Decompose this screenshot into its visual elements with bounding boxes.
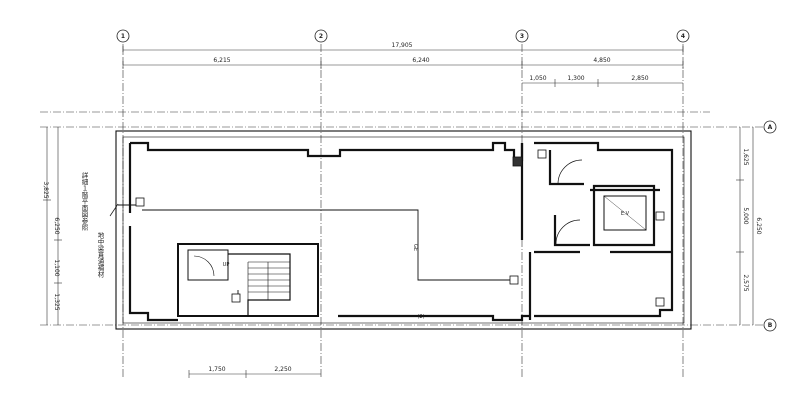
door-swings [555,159,583,245]
dim-span-1: 6,215 [213,57,230,64]
elevator [603,195,647,231]
grid-label-2: 2 [319,33,323,40]
elevator-label: E.V [621,211,630,217]
note-leader [109,203,119,217]
dimension-lines [43,46,754,378]
dim-span-2: 6,240 [412,57,429,64]
dim-overall: 17,905 [392,42,413,49]
dim-left-4: 1,325 [53,293,60,310]
grid-label-1: 1 [121,33,125,40]
dim-sub-2: 1,300 [567,75,584,82]
pipe-tag: GE [412,244,418,251]
center-tag: (2) [417,314,424,320]
dim-right-1: 1,625 [742,148,749,165]
dim-right-2: 5,000 [742,207,749,224]
dim-left-2: 6,250 [53,217,60,234]
grid-label-a: A [768,124,773,131]
pipe-markers [135,149,665,307]
dim-left-1: 3,825 [42,181,49,198]
grid-lines [40,44,770,378]
building-outline [115,130,692,330]
dim-left-3: 1,100 [53,259,60,276]
dim-right-4: 6,250 [755,217,762,234]
dim-span-3: 4,850 [593,57,610,64]
note-beam-penetration: 地中梁貫通補材 [96,231,104,278]
dim-right-3: 2,575 [742,274,749,291]
stair-core [177,243,319,317]
note-detail-reference: 詳細１階平面図参照 [80,171,88,232]
dim-bottom-1: 1,750 [208,366,225,373]
grid-bubbles [116,29,777,332]
grid-label-4: 4 [681,33,685,40]
dim-sub-1: 1,050 [529,75,546,82]
grid-label-3: 3 [520,33,524,40]
interior-walls [128,141,674,322]
stair-up-label: UP [223,262,230,268]
grid-label-b: B [768,322,773,329]
dim-bottom-2: 2,250 [274,366,291,373]
dim-sub-3: 2,850 [631,75,648,82]
